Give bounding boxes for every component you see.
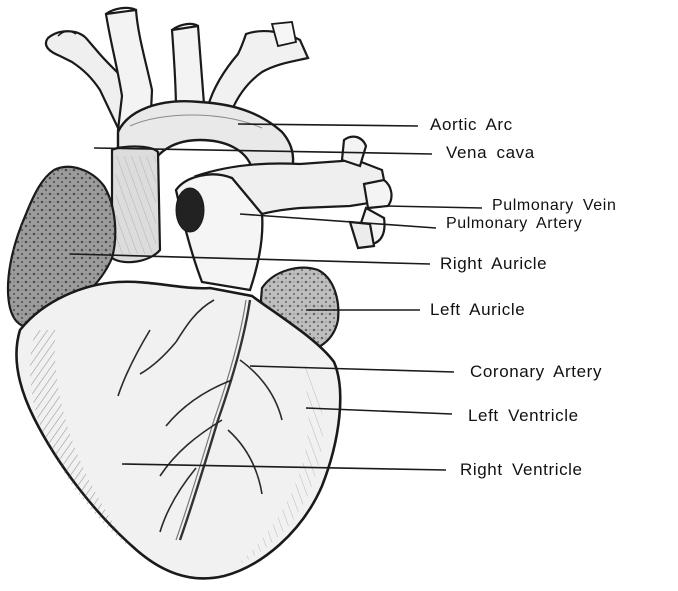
label-right-ventricle: Right Ventricle	[460, 460, 583, 480]
label-coronary-artery: Coronary Artery	[470, 362, 602, 382]
leader-pulmonary-vein	[386, 206, 482, 208]
label-vena-cava: Vena cava	[446, 143, 535, 163]
leader-pulmonary-artery	[240, 214, 436, 228]
label-left-auricle: Left Auricle	[430, 300, 525, 320]
label-right-auricle: Right Auricle	[440, 254, 547, 274]
label-pulmonary-vein: Pulmonary Vein	[492, 196, 616, 216]
label-pulmonary-artery: Pulmonary Artery	[446, 214, 582, 234]
label-aortic-arc: Aortic Arc	[430, 115, 513, 135]
label-left-ventricle: Left Ventricle	[468, 406, 579, 426]
